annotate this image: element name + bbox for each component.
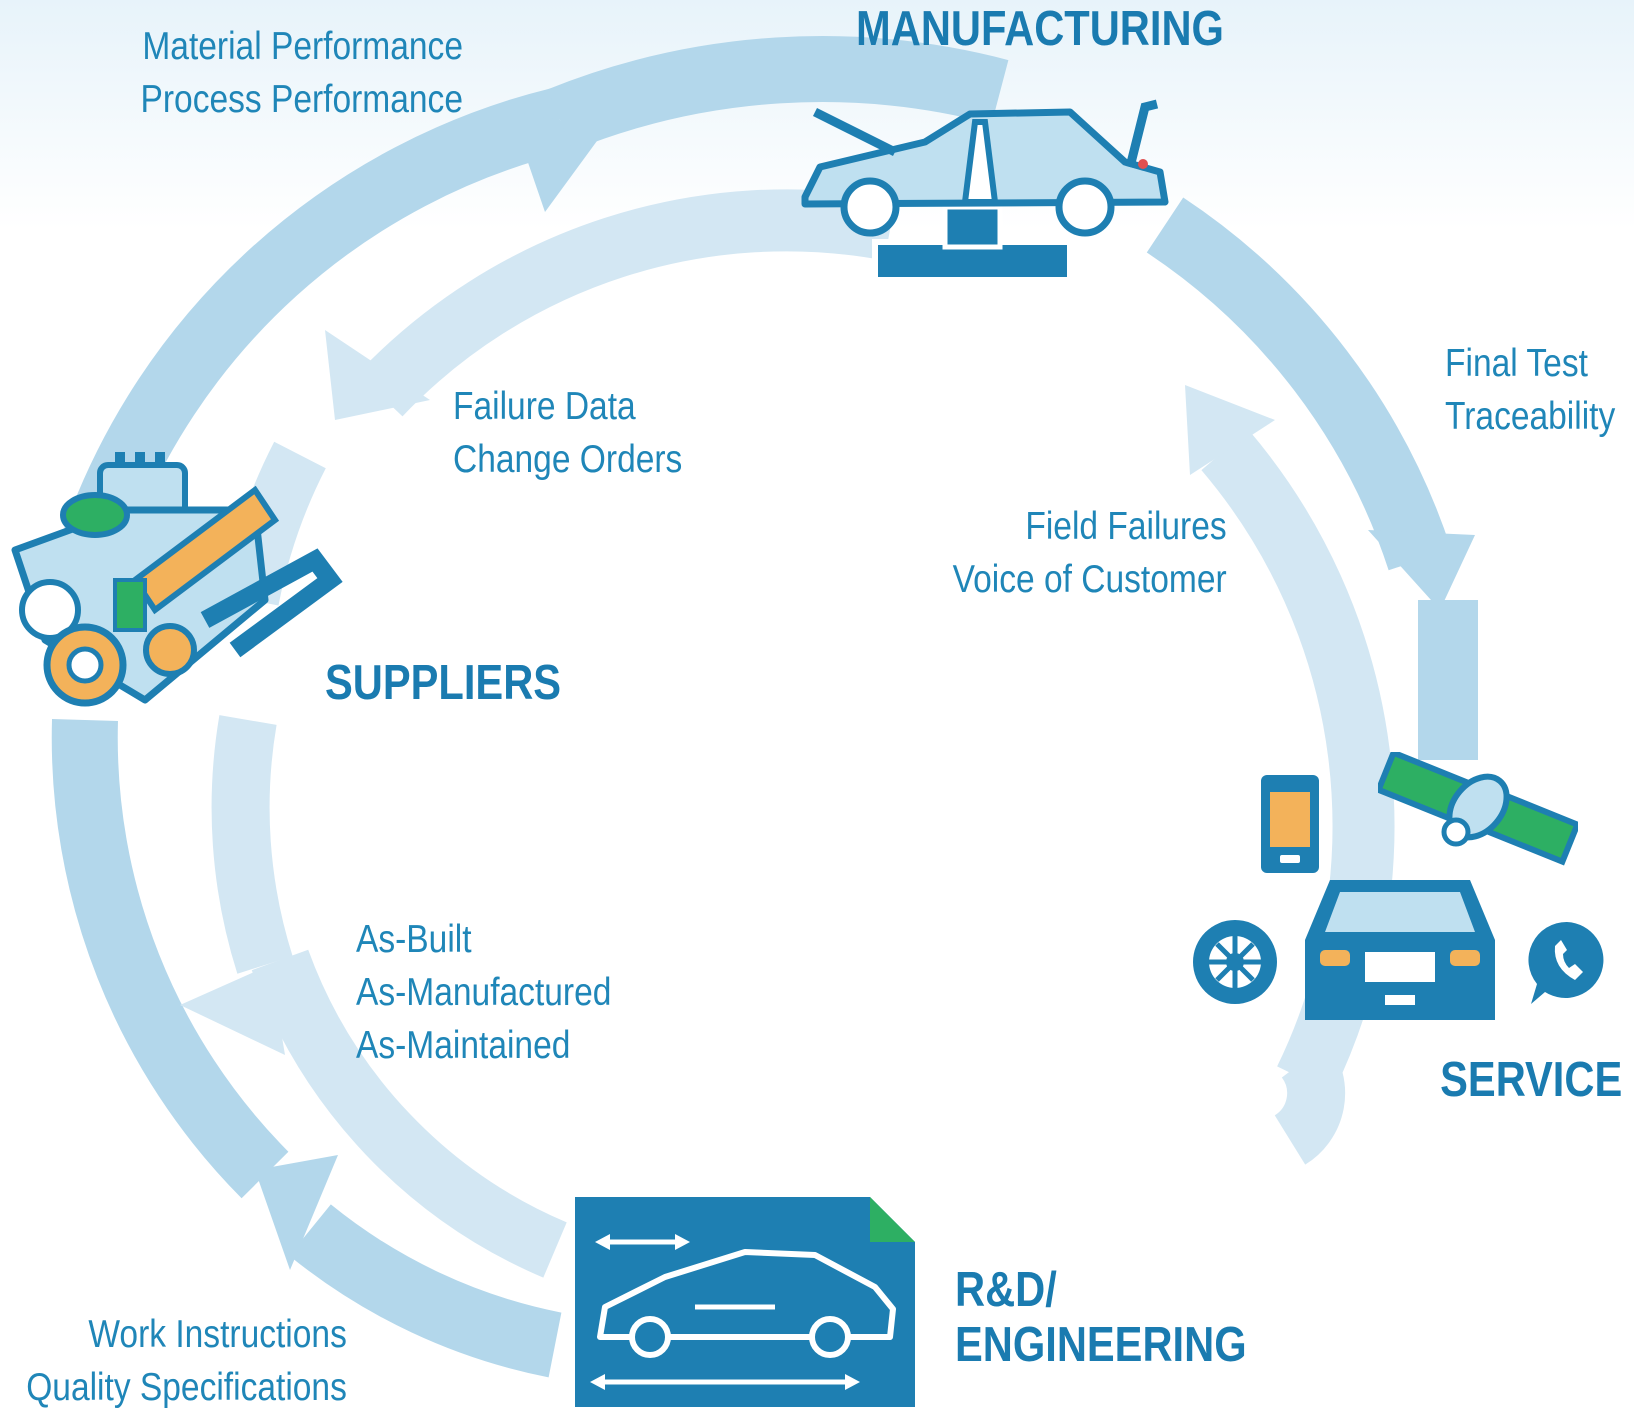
inner-arrow-engineering-to-suppliers (251, 949, 567, 1278)
inner-arrow-left-lower (211, 715, 293, 974)
flow-text: Field Failures (1025, 505, 1227, 548)
flow-work-instructions: Work Instructions Quality Specifications (26, 1308, 347, 1414)
flow-as-built: As-Built As-Manufactured As-Maintained (356, 913, 611, 1072)
flow-text: As-Maintained (356, 1024, 571, 1067)
flow-text: Voice of Customer (952, 558, 1227, 601)
inner-arrow-service-loop (1273, 1042, 1346, 1165)
flow-text: Final Test (1445, 342, 1588, 385)
flow-manufacturing-feedback: Material Performance Process Performance (141, 20, 463, 126)
flow-failure-data: Failure Data Change Orders (453, 380, 682, 486)
outer-arrowhead-service (1368, 530, 1475, 610)
service-label: SERVICE (1439, 1053, 1622, 1107)
flow-field-failures: Field Failures Voice of Customer (953, 500, 1227, 606)
outer-arrow-manufacturing-to-service (1146, 197, 1452, 571)
rnd-label-line-2: ENGINEERING (955, 1318, 1247, 1372)
outer-arrow-top (547, 36, 1009, 151)
car-assembly-icon (801, 99, 1169, 283)
inner-arrowhead-field-failures (1185, 385, 1275, 475)
wheel-icon (1193, 920, 1277, 1004)
engine-icon (11, 452, 343, 707)
rnd-engineering-label: R&D/ ENGINEERING (955, 1263, 1247, 1373)
outer-arrow-supplier-to-manufacturing (63, 87, 568, 552)
flow-text: Work Instructions (88, 1313, 348, 1356)
satellite-icon (1378, 752, 1578, 866)
outer-arrow-engineering-to-suppliers (289, 1204, 562, 1378)
flow-final-test: Final Test Traceability (1445, 337, 1615, 443)
flow-text: As-Manufactured (356, 971, 612, 1014)
flow-text: As-Built (356, 918, 472, 961)
rnd-label-line-1: R&D/ (955, 1263, 1057, 1317)
flow-text: Material Performance (142, 25, 464, 68)
inner-arrowhead-suppliers (325, 330, 430, 420)
connected-car-icon (1305, 880, 1495, 1020)
cad-blueprint-icon (575, 1197, 915, 1407)
outer-arrowhead-work-instructions (255, 1155, 338, 1270)
inner-arrowhead-as-built (180, 965, 285, 1055)
flow-text: Failure Data (453, 385, 636, 428)
suppliers-label: SUPPLIERS (325, 656, 562, 710)
flow-text: Change Orders (453, 438, 683, 481)
outer-arrow-left-side (51, 719, 289, 1199)
phone-icon (1261, 775, 1319, 873)
flow-text: Traceability (1445, 395, 1616, 438)
flow-text: Process Performance (140, 78, 463, 121)
inner-arrow-manufacturing-to-suppliers (357, 189, 896, 417)
manufacturing-label: MANUFACTURING (856, 2, 1224, 56)
flow-text: Quality Specifications (26, 1366, 347, 1409)
support-call-icon (1528, 921, 1604, 1004)
